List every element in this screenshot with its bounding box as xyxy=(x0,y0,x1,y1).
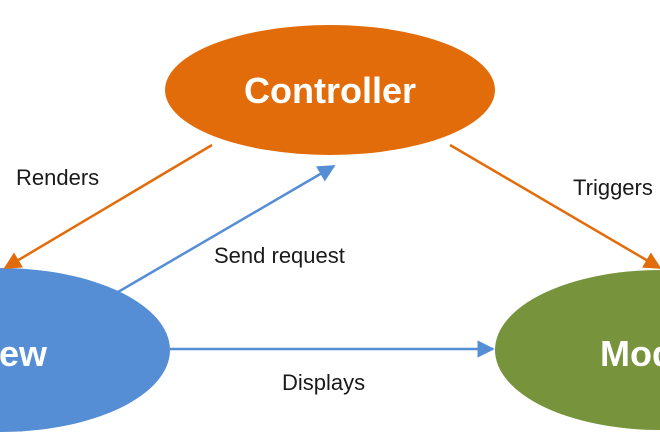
renders-arrow xyxy=(3,143,213,270)
send-request-label: Send request xyxy=(214,243,345,268)
displays-label: Displays xyxy=(282,370,365,395)
model-node xyxy=(495,270,660,430)
view-label: View xyxy=(0,333,48,374)
renders-label: Renders xyxy=(16,165,99,190)
triggers-arrow xyxy=(449,143,660,270)
triggers-label: Triggers xyxy=(573,175,653,200)
send-request-arrow xyxy=(117,164,336,294)
view-node xyxy=(0,268,170,432)
controller-node xyxy=(165,25,495,155)
controller-label: Controller xyxy=(244,70,416,111)
model-label: Model xyxy=(600,333,660,374)
